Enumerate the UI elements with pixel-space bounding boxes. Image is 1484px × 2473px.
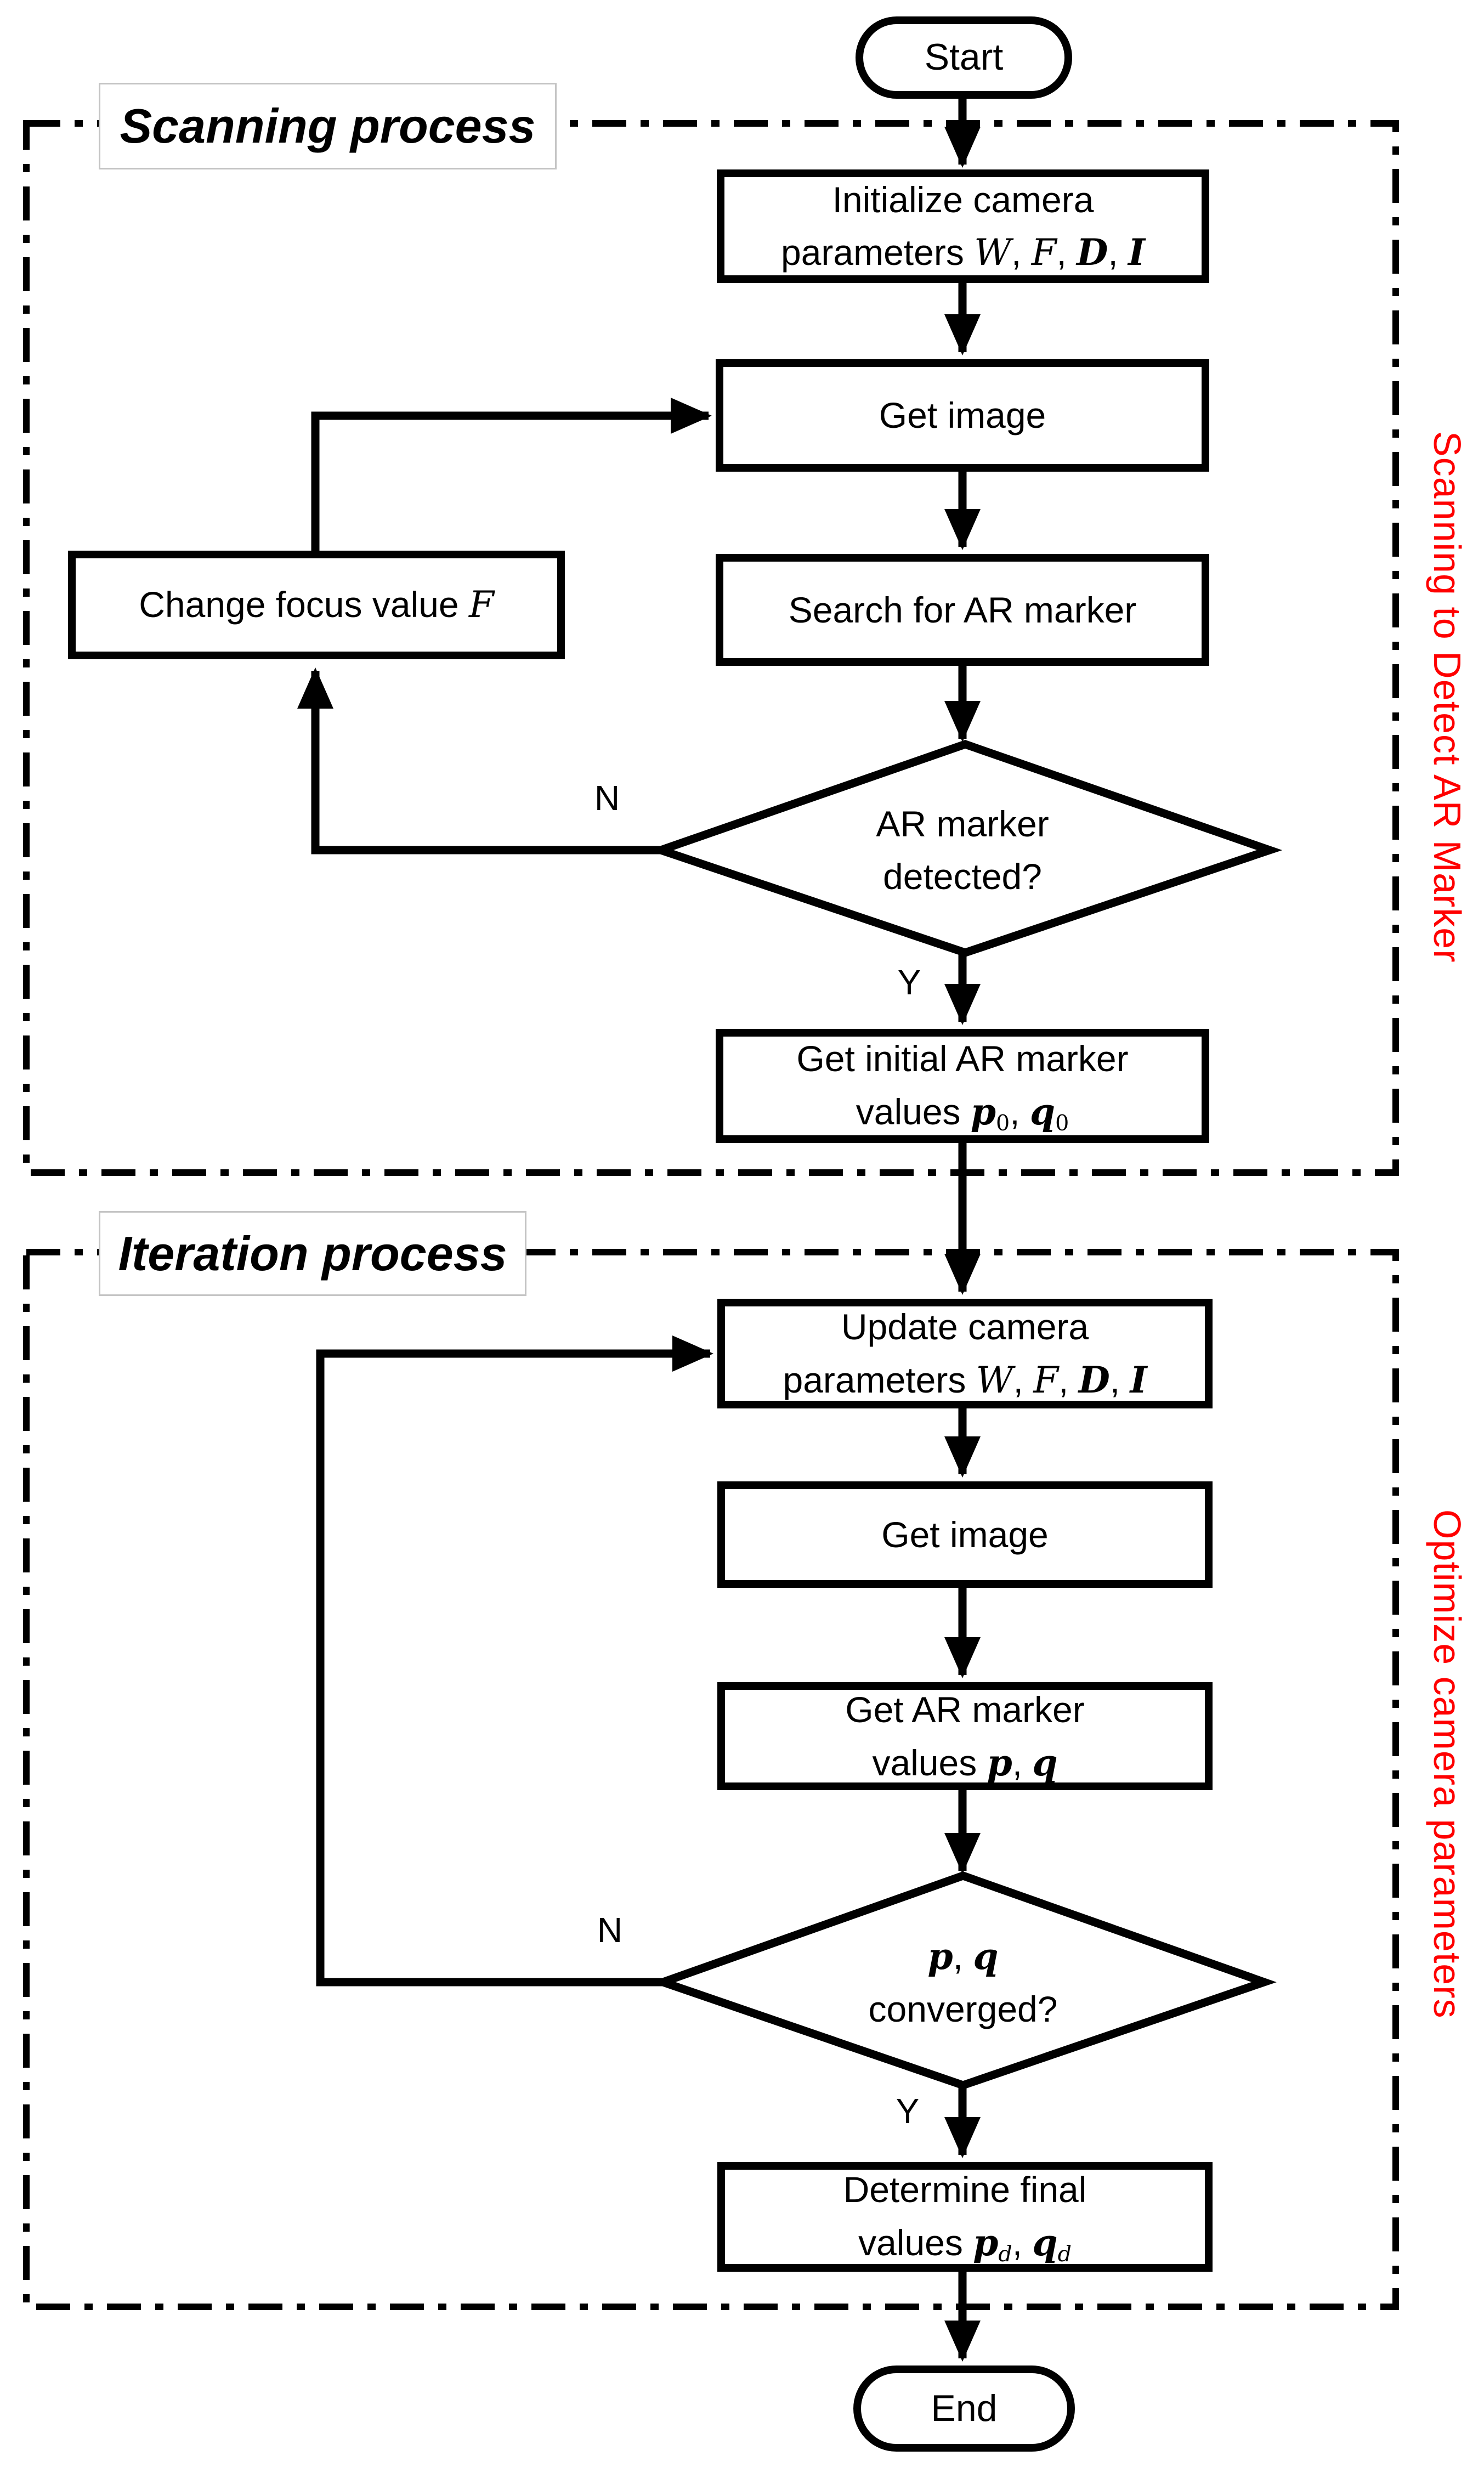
get-image-box-1: Get image: [716, 359, 1209, 472]
text-line: Determine final: [843, 2169, 1087, 2210]
decision-diamond-ar-marker-detected: [648, 740, 1283, 957]
search-for-ar-marker-box: Search for AR marker: [716, 554, 1209, 666]
arrow-decision2-no-to-update: [316, 1335, 714, 1987]
get-initial-ar-marker-values-box: Get initial AR marker values p0, q0: [716, 1029, 1209, 1143]
text-line: End: [931, 2387, 998, 2429]
get-ar-marker-values-box: Get AR marker values p, q: [717, 1682, 1213, 1790]
change-focus-value-box: Change focus value F: [68, 551, 565, 659]
decision2-yes-label: Y: [896, 2091, 920, 2131]
scanning-process-label: Scanning process: [99, 83, 557, 169]
text-line: converged?: [868, 1989, 1058, 2029]
initialize-camera-parameters-box: Initialize camera parameters W, F, D, I: [717, 169, 1209, 283]
get-image-box-2: Get image: [717, 1481, 1213, 1588]
text-line: Update camera: [841, 1306, 1089, 1348]
text-line: values p, q: [872, 1741, 1058, 1784]
side-label-optimize-camera: Optimize camera parameters: [1426, 1509, 1469, 2019]
end-terminal: End: [853, 2366, 1075, 2452]
text-line: values pd, qd: [858, 2221, 1072, 2267]
decision2-text: p, q converged?: [716, 1900, 1210, 2065]
iteration-process-label: Iteration process: [99, 1211, 526, 1296]
decision2-no-label: N: [597, 1910, 623, 1950]
text-line: Get image: [879, 395, 1046, 436]
text-line: parameters W, F, D, I: [781, 231, 1145, 274]
start-terminal: Start: [856, 16, 1072, 99]
text-line: values p0, q0: [856, 1090, 1069, 1136]
text-line: Get AR marker: [845, 1689, 1085, 1730]
text-line: Search for AR marker: [788, 589, 1137, 630]
decision1-yes-label: Y: [897, 963, 921, 1002]
determine-final-values-box: Determine final values pd, qd: [717, 2162, 1213, 2272]
arrow-changefocus-to-getimage1: [311, 397, 712, 554]
text-line: Get image: [881, 1514, 1049, 1555]
iteration-section-border: [23, 1249, 1399, 2310]
update-camera-parameters-box: Update camera parameters W, F, D, I: [717, 1299, 1213, 1408]
text-line: AR marker: [876, 803, 1049, 844]
decision1-no-label: N: [594, 778, 620, 818]
text-line: parameters W, F, D, I: [783, 1358, 1147, 1401]
decision1-text: AR marker detected?: [716, 768, 1209, 932]
text-line: Start: [924, 36, 1004, 78]
side-label-scanning-to-detect: Scanning to Detect AR Marker: [1426, 431, 1469, 963]
arrow-decision1-no-to-changefocus: [297, 667, 661, 854]
text-line: Change focus value F: [139, 584, 494, 626]
text-line: detected?: [883, 856, 1042, 897]
scanning-section-border: [23, 120, 1399, 1176]
text-line: p, q: [927, 1934, 999, 1978]
decision-diamond-pq-converged: [650, 1871, 1277, 2090]
text-line: Get initial AR marker: [796, 1038, 1129, 1079]
text-line: Initialize camera: [832, 179, 1094, 220]
